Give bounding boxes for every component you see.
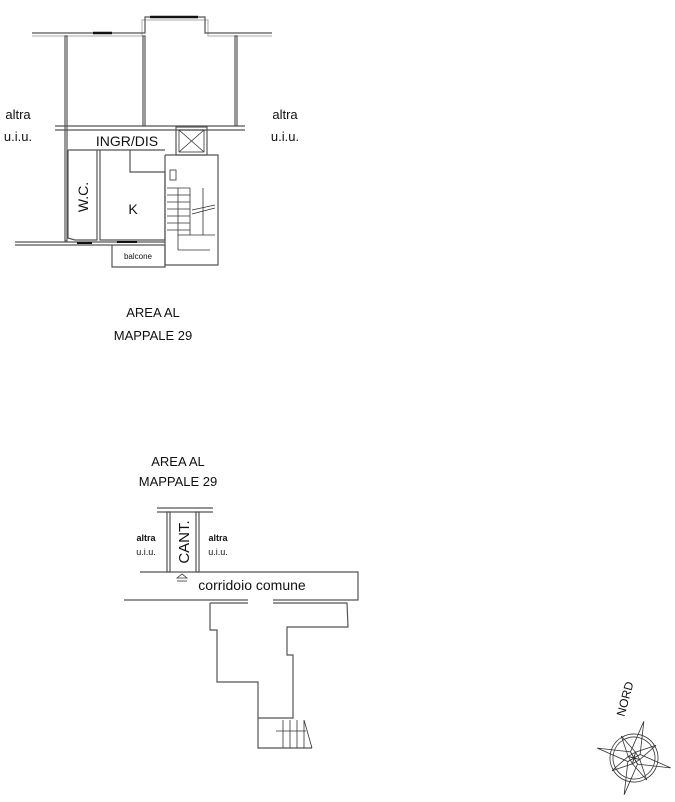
upper-floor-plan [15,15,272,268]
right-neighbor-label-2: u.i.u. [271,129,299,144]
corridor-label: corridoio comune [198,577,306,593]
cellar-label: CANT. [176,520,193,563]
lower-right-neighbor-label-2: u.i.u. [208,547,228,557]
area-note-lower-2: MAPPALE 29 [139,474,218,489]
kitchen-label: K [128,201,138,217]
bathroom-label: W.C. [75,182,91,212]
compass-rose-icon [597,721,671,795]
lower-left-neighbor-label-2: u.i.u. [136,547,156,557]
left-neighbor-label-2: u.i.u. [4,129,32,144]
entrance-hall-label: INGR/DIS [96,133,158,149]
north-label: NORD [614,680,637,718]
area-note-upper: AREA AL [126,305,179,320]
balcony-label: balcone [124,252,153,261]
lower-right-neighbor-label: altra [208,533,228,543]
right-neighbor-label: altra [272,107,298,122]
lower-left-neighbor-label: altra [136,533,156,543]
basement-floor-plan [124,507,359,749]
left-neighbor-label: altra [5,107,31,122]
area-note-lower: AREA AL [151,454,204,469]
area-note-upper-2: MAPPALE 29 [114,328,193,343]
